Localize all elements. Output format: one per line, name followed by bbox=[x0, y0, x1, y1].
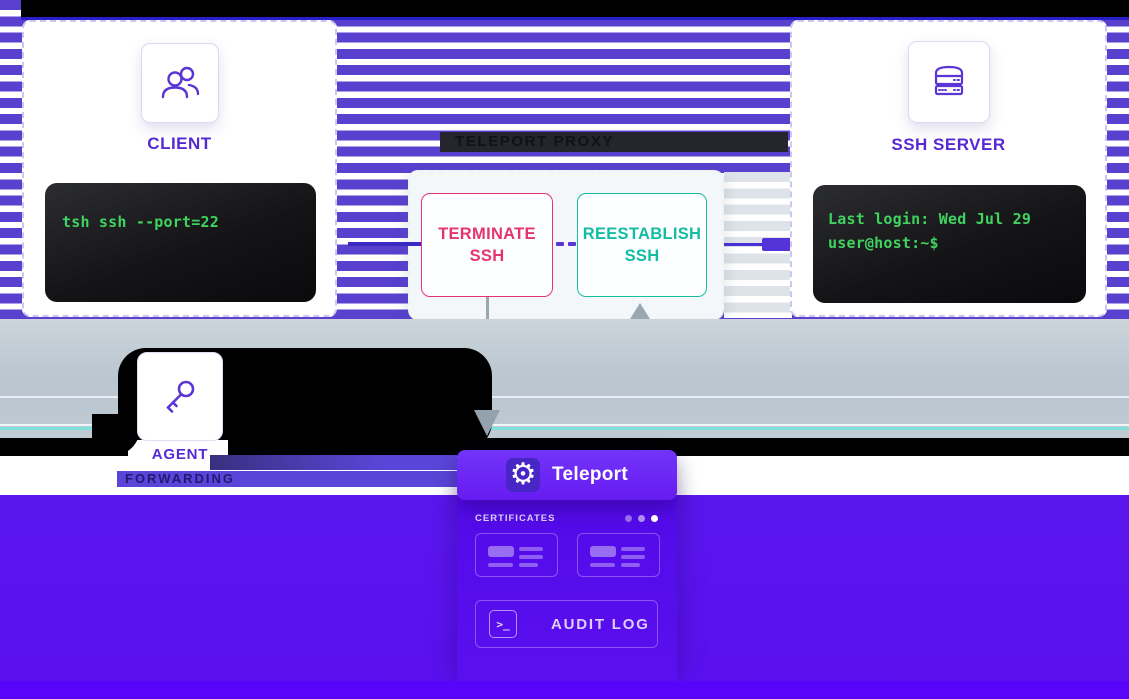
certificate-line bbox=[590, 563, 615, 567]
teleport-panel-header: ⚙ Teleport bbox=[457, 450, 677, 500]
teleport-logo-box: ⚙ bbox=[506, 457, 541, 492]
server-terminal-line2: user@host:~$ bbox=[828, 234, 939, 252]
certificate-line bbox=[621, 555, 645, 559]
footer-band bbox=[0, 681, 1129, 699]
dashed-connector-segment bbox=[556, 242, 564, 246]
audit-log-label: AUDIT LOG bbox=[551, 615, 650, 633]
teleport-panel-body bbox=[457, 497, 677, 681]
ssh-server-label: SSH SERVER bbox=[891, 135, 1006, 154]
agent-label: AGENT bbox=[151, 446, 209, 463]
client-icon-box bbox=[141, 43, 219, 123]
terminate-downlink-line bbox=[486, 297, 489, 319]
audit-log-button[interactable]: >_ AUDIT LOG bbox=[475, 600, 658, 648]
middle-teal-line bbox=[0, 427, 1129, 430]
proxy-title-band-occluded: TELEPORT PROXY bbox=[440, 132, 788, 152]
certificate-line bbox=[488, 563, 513, 567]
terminate-ssh-label: TERMINATE SSH bbox=[438, 225, 536, 265]
certificate-line bbox=[519, 555, 543, 559]
carousel-dot-2[interactable] bbox=[638, 515, 645, 522]
certificate-line bbox=[621, 563, 640, 567]
glitch-bar-right-of-agent bbox=[210, 455, 457, 470]
gear-icon: ⚙ bbox=[509, 457, 537, 492]
top-blue-line bbox=[21, 17, 1129, 20]
server-icon-box bbox=[908, 41, 990, 123]
server-rack-icon bbox=[926, 60, 972, 104]
down-arrow-icon bbox=[474, 410, 500, 436]
terminal-prompt-icon: >_ bbox=[489, 610, 517, 638]
dashed-connector-segment bbox=[568, 242, 576, 246]
proxy-server-packet bbox=[762, 238, 792, 251]
users-icon bbox=[158, 63, 202, 103]
reestablish-ssh-button[interactable]: REESTABLISH SSH bbox=[577, 193, 707, 297]
middle-white-line bbox=[0, 424, 1129, 426]
certificate-line bbox=[519, 563, 538, 567]
certificate-card-1 bbox=[475, 533, 558, 577]
carousel-dots[interactable] bbox=[625, 515, 658, 522]
terminal-prompt-glyph: >_ bbox=[496, 617, 510, 631]
agent-occluded-label: FORWARDING bbox=[125, 471, 236, 486]
top-glitch-bar bbox=[21, 0, 1129, 17]
certificates-heading: CERTIFICATES bbox=[475, 513, 556, 524]
proxy-title-text: TELEPORT PROXY bbox=[455, 133, 615, 150]
carousel-dot-1[interactable] bbox=[625, 515, 632, 522]
client-terminal: tsh ssh --port=22 bbox=[45, 183, 316, 302]
client-label: CLIENT bbox=[147, 134, 212, 153]
carousel-dot-3-active[interactable] bbox=[651, 515, 658, 522]
client-terminal-command: tsh ssh --port=22 bbox=[62, 213, 219, 231]
certificate-line bbox=[621, 547, 645, 551]
key-icon bbox=[158, 375, 202, 419]
terminate-ssh-button[interactable]: TERMINATE SSH bbox=[421, 193, 553, 297]
agent-connector-line bbox=[0, 396, 1129, 398]
certificate-line bbox=[519, 547, 543, 551]
agent-card bbox=[137, 352, 223, 441]
certificate-card-2 bbox=[577, 533, 660, 577]
agent-occluded-label-bar: FORWARDING bbox=[117, 471, 457, 487]
server-terminal: Last login: Wed Jul 29 user@host:~$ bbox=[813, 185, 1086, 303]
client-proxy-connector-line bbox=[348, 242, 421, 246]
reestablish-ssh-label: REESTABLISH SSH bbox=[582, 225, 702, 265]
middle-glitch-bar bbox=[0, 438, 1129, 456]
reestablish-up-arrow-icon bbox=[630, 303, 650, 319]
teleport-title: Teleport bbox=[552, 464, 628, 485]
certificate-badge bbox=[488, 546, 514, 557]
server-terminal-line1: Last login: Wed Jul 29 bbox=[828, 210, 1032, 228]
certificate-badge bbox=[590, 546, 616, 557]
proxy-server-connector-line bbox=[724, 243, 764, 246]
